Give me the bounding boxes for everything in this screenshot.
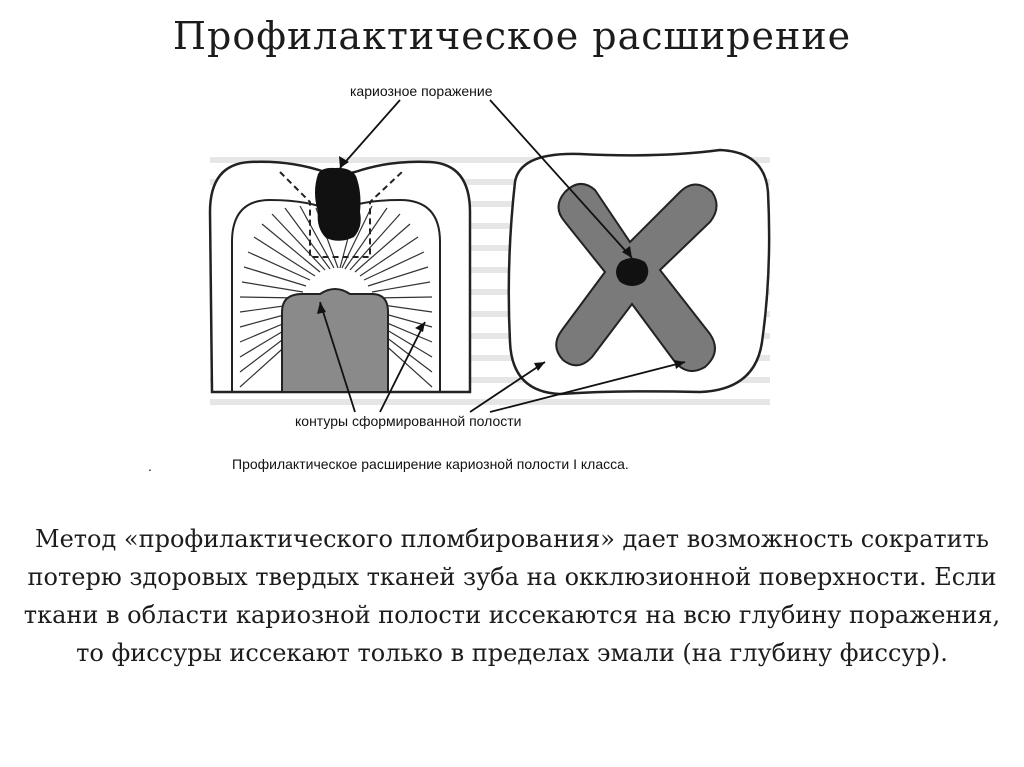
arrow-heads — [317, 156, 685, 371]
caption-dot: . — [148, 458, 152, 474]
carious-lesion — [315, 167, 361, 241]
occlusal-view — [507, 148, 771, 396]
fissure-lesion — [616, 258, 649, 286]
tooth-cross-section — [208, 160, 472, 394]
page-title: Профилактическое расширение — [172, 14, 852, 58]
figure-caption: Профилактическое расширение кариозной по… — [232, 456, 629, 472]
pulp-chamber — [281, 288, 389, 393]
annotation-arrows — [319, 99, 686, 413]
diagram-svg — [208, 99, 771, 413]
figure: кариозное поражение контуры сформированн… — [140, 72, 860, 482]
label-carious-lesion: кариозное поражение — [350, 83, 493, 99]
cavity-outline — [279, 171, 403, 258]
label-cavity-contours: контуры сформированной полости — [295, 413, 522, 429]
body-paragraph: Метод «профилактического пломбирования» … — [23, 525, 1001, 667]
